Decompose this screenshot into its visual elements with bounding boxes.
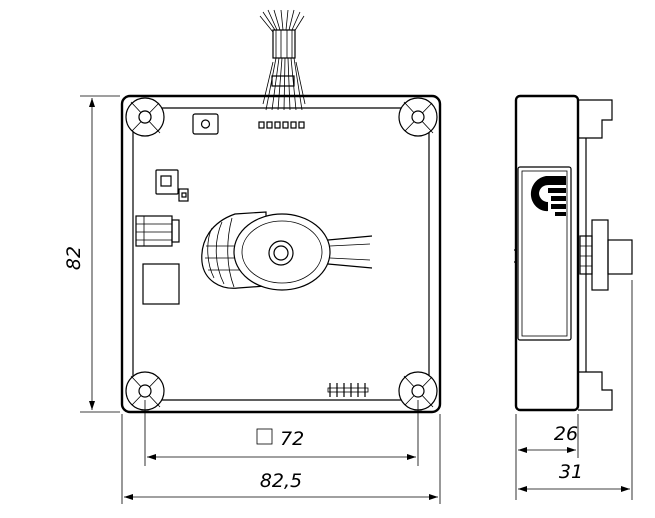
dimension-side-inner-label: 26 xyxy=(554,423,578,445)
cable-bundle xyxy=(258,9,306,129)
mounting-hole-top-right xyxy=(398,97,438,137)
bottom-pins xyxy=(327,383,369,397)
dimension-side-outer: 31 xyxy=(518,280,633,500)
front-housing-outer xyxy=(120,94,442,414)
side-connector xyxy=(135,215,180,247)
dimension-overall-width-label: 82,5 xyxy=(260,470,302,492)
front-housing-inner xyxy=(132,107,430,401)
tact-switch-left xyxy=(155,169,189,202)
side-housing xyxy=(514,94,580,412)
dimension-side-inner: 26 xyxy=(515,414,579,500)
mounting-hole-bottom-right xyxy=(398,371,438,411)
front-view xyxy=(120,9,442,414)
dimension-inner-width-label: 72 xyxy=(280,428,304,450)
side-shaft xyxy=(579,219,633,291)
side-view xyxy=(514,94,633,412)
dimension-height-label: 82 xyxy=(63,246,85,270)
mounting-hole-top-left xyxy=(125,97,165,137)
dimension-inner-width: 72 xyxy=(144,400,419,466)
tact-switch-top xyxy=(192,113,219,135)
dimension-height: 82 xyxy=(63,95,120,413)
dimension-side-outer-label: 31 xyxy=(559,461,583,483)
cable-pins xyxy=(258,121,305,129)
dimension-overall-width: 82,5 xyxy=(121,414,441,504)
logo-icon xyxy=(530,176,566,216)
chip-block xyxy=(142,263,180,305)
square-icon xyxy=(256,428,273,445)
motor-assembly xyxy=(201,211,373,291)
